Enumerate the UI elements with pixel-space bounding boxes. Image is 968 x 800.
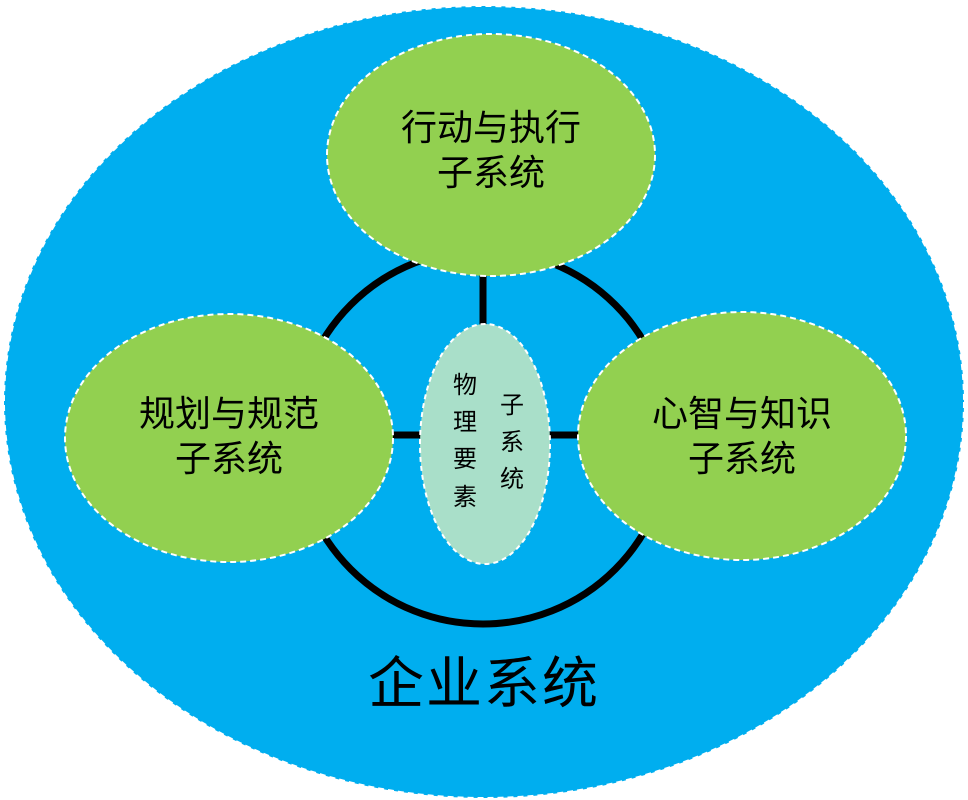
node-physical-elements-column1: 物理要素	[453, 371, 477, 511]
node-physical-elements	[419, 323, 551, 565]
node-action-execution-line1: 行动与执行	[400, 108, 581, 149]
node-mind-knowledge	[577, 311, 907, 561]
node-planning-norms-label: 规划与规范 子系统	[109, 392, 349, 482]
node-planning-norms-line2: 子系统	[174, 439, 283, 480]
node-action-execution-line2: 子系统	[436, 153, 545, 194]
node-action-execution-label: 行动与执行 子系统	[371, 106, 611, 196]
node-mind-knowledge-label: 心智与知识 子系统	[622, 392, 862, 482]
node-planning-norms	[64, 313, 394, 563]
node-physical-elements-column2: 子系统	[500, 391, 524, 494]
node-mind-knowledge-line2: 子系统	[687, 439, 796, 480]
node-action-execution	[326, 33, 656, 277]
node-mind-knowledge-line1: 心智与知识	[651, 394, 832, 435]
node-planning-norms-line1: 规划与规范	[138, 394, 319, 435]
enterprise-system-label: 企业系统	[368, 652, 600, 717]
